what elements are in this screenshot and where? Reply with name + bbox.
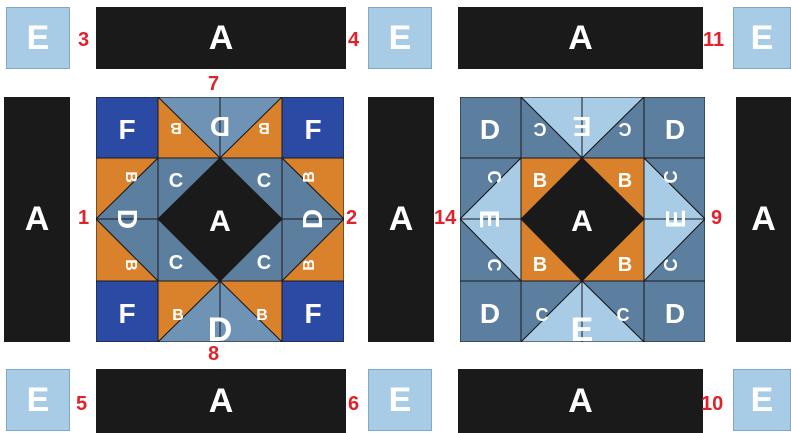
seam-label-3: 3 xyxy=(78,30,89,50)
quilt-block-left: F F F F D D D D A C C C C B B B B B B B … xyxy=(96,97,344,342)
corner-square-e-top-middle: E xyxy=(368,7,432,69)
piece-e: E xyxy=(474,210,505,229)
sashing-a-bottom-right: A xyxy=(458,369,703,433)
corner-square-e-bottom-left: E xyxy=(6,369,70,431)
seam-label-2: 2 xyxy=(346,208,357,228)
piece-c: C xyxy=(484,171,504,184)
piece-d: D xyxy=(480,114,500,145)
piece-d: D xyxy=(210,111,230,142)
piece-b: B xyxy=(533,254,547,276)
piece-e: E xyxy=(660,210,691,229)
piece-d: D xyxy=(112,209,143,229)
piece-d: D xyxy=(208,311,233,342)
seam-label-8: 8 xyxy=(208,344,219,364)
seam-label-1: 1 xyxy=(78,208,89,228)
seam-label-7: 7 xyxy=(208,74,219,94)
piece-d: D xyxy=(665,298,685,329)
piece-b: B xyxy=(122,171,139,183)
corner-square-e-bottom-right: E xyxy=(733,369,791,431)
piece-d: D xyxy=(297,209,328,229)
corner-square-e-top-left: E xyxy=(6,7,70,69)
seam-label-10: 10 xyxy=(701,394,723,414)
seam-label-4: 4 xyxy=(348,30,359,50)
seam-label-6: 6 xyxy=(348,394,359,414)
sashing-a-right: A xyxy=(736,97,791,342)
piece-b: B xyxy=(618,170,632,192)
piece-b: B xyxy=(618,254,632,276)
piece-f: F xyxy=(304,298,321,329)
piece-c: C xyxy=(257,170,271,192)
piece-b: B xyxy=(301,171,318,183)
piece-f: F xyxy=(304,114,321,145)
piece-b: B xyxy=(172,307,184,324)
piece-b: B xyxy=(170,119,182,136)
piece-b: B xyxy=(122,259,139,271)
corner-square-e-top-right: E xyxy=(733,7,791,69)
piece-a: A xyxy=(209,205,231,238)
piece-e: E xyxy=(573,111,592,142)
piece-f: F xyxy=(118,298,135,329)
sashing-a-left: A xyxy=(4,97,70,342)
piece-c: C xyxy=(619,119,632,139)
sashing-a-top-left: A xyxy=(96,7,346,69)
corner-square-e-bottom-middle: E xyxy=(368,369,432,431)
piece-c: C xyxy=(257,252,271,274)
piece-a: A xyxy=(571,205,593,238)
seam-label-11: 11 xyxy=(703,30,724,50)
piece-d: D xyxy=(480,298,500,329)
piece-b: B xyxy=(301,259,318,271)
piece-b: B xyxy=(258,119,270,136)
piece-c: C xyxy=(617,305,630,325)
sashing-a-bottom-left: A xyxy=(96,369,346,433)
piece-f: F xyxy=(118,114,135,145)
piece-c: C xyxy=(169,170,183,192)
seam-label-5: 5 xyxy=(76,394,87,414)
piece-b: B xyxy=(256,307,268,324)
seam-label-14: 14 xyxy=(434,208,456,228)
piece-d: D xyxy=(665,114,685,145)
piece-c: C xyxy=(661,171,681,184)
piece-c: C xyxy=(536,305,549,325)
piece-c: C xyxy=(661,259,681,272)
quilt-block-right: D D D D E E E E A B B B B C C C C C C C … xyxy=(460,97,705,342)
piece-c: C xyxy=(169,252,183,274)
piece-b: B xyxy=(533,170,547,192)
seam-label-9: 9 xyxy=(711,208,722,228)
sashing-a-top-right: A xyxy=(458,7,703,69)
piece-e: E xyxy=(571,311,594,342)
piece-c: C xyxy=(534,119,547,139)
sashing-a-middle: A xyxy=(368,97,434,342)
piece-c: C xyxy=(484,259,504,272)
